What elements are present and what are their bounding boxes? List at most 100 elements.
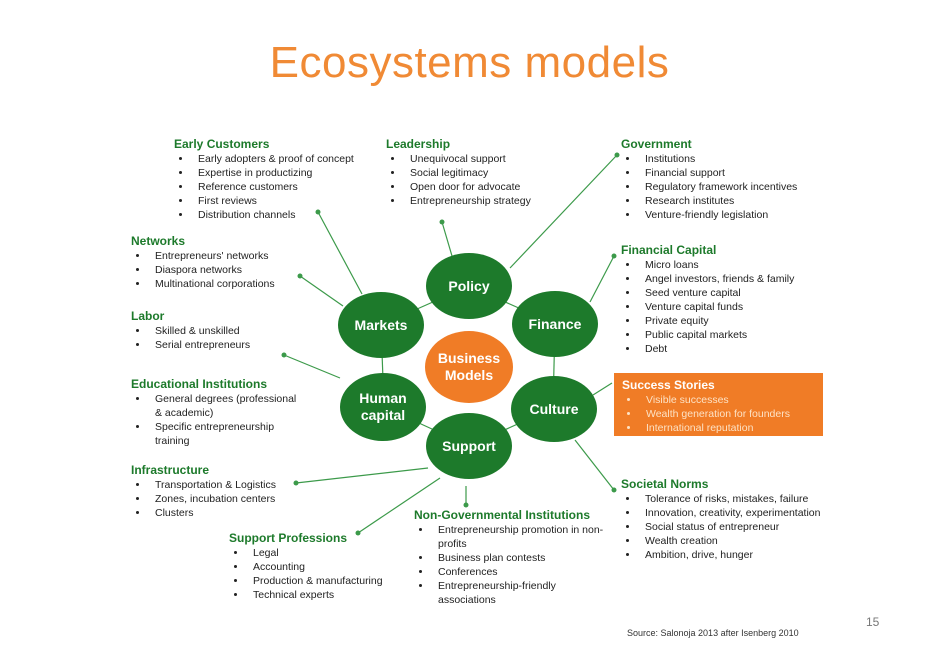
finance-node: Finance <box>512 291 598 357</box>
societal-norms-block: Societal NormsTolerance of risks, mistak… <box>621 477 836 562</box>
bullet-item: Specific entrepreneurship training <box>149 420 306 448</box>
bullet-list: Tolerance of risks, mistakes, failureInn… <box>621 492 836 562</box>
finance-label: Finance <box>528 315 582 332</box>
bullet-item: Entrepreneurship promotion in non-profit… <box>432 523 614 551</box>
block-heading: Infrastructure <box>131 463 210 477</box>
bullet-item: Unequivocal support <box>404 152 566 166</box>
page-number: 15 <box>866 615 880 629</box>
support-professions-block: Support ProfessionsLegalAccountingProduc… <box>229 531 414 602</box>
bullet-item: Social legitimacy <box>404 166 566 180</box>
markets-node: Markets <box>338 292 424 358</box>
bullet-list: Unequivocal supportSocial legitimacyOpen… <box>386 152 566 208</box>
policy-node: Policy <box>426 253 512 319</box>
bullet-item: Seed venture capital <box>639 286 836 300</box>
bullet-item: Venture capital funds <box>639 300 836 314</box>
block-heading: Government <box>621 137 692 151</box>
bullet-item: Public capital markets <box>639 328 836 342</box>
bullet-item: First reviews <box>192 194 384 208</box>
ngo-block: Non-Governmental InstitutionsEntrepreneu… <box>414 508 614 607</box>
human-capital-node: Human capital <box>340 373 426 441</box>
infrastructure-block: InfrastructureTransportation & Logistics… <box>131 463 311 520</box>
bullet-item: Production & manufacturing <box>247 574 414 588</box>
bullet-item: Entrepreneurs' networks <box>149 249 321 263</box>
block-heading: Non-Governmental Institutions <box>414 508 591 522</box>
support-label: Support <box>442 437 496 454</box>
bullet-item: Institutions <box>639 152 836 166</box>
bullet-item: Debt <box>639 342 836 356</box>
bullet-item: Wealth creation <box>639 534 836 548</box>
culture-label: Culture <box>529 400 579 417</box>
networks-block: NetworksEntrepreneurs' networksDiaspora … <box>131 234 321 291</box>
financial-capital-block: Financial CapitalMicro loansAngel invest… <box>621 243 836 356</box>
block-heading: Networks <box>131 234 186 248</box>
block-heading: Success Stories <box>622 378 715 392</box>
bullet-list: Micro loansAngel investors, friends & fa… <box>621 258 836 356</box>
bullet-item: Financial support <box>639 166 836 180</box>
bullet-item: Diaspora networks <box>149 263 321 277</box>
bullet-item: Angel investors, friends & family <box>639 272 836 286</box>
bullet-item: Multinational corporations <box>149 277 321 291</box>
support-node: Support <box>426 413 512 479</box>
bullet-item: Legal <box>247 546 414 560</box>
human-capital-label: Human capital <box>359 390 407 423</box>
bullet-list: Visible successesWealth generation for f… <box>622 393 815 435</box>
block-heading: Support Professions <box>229 531 348 545</box>
policy-label: Policy <box>448 277 490 294</box>
culture-node: Culture <box>511 376 597 442</box>
bullet-item: Open door for advocate <box>404 180 566 194</box>
bullet-item: Micro loans <box>639 258 836 272</box>
block-heading: Financial Capital <box>621 243 717 257</box>
early-customers-block: Early CustomersEarly adopters & proof of… <box>174 137 384 222</box>
slide-title: Ecosystems models <box>269 38 670 87</box>
bullet-item: Conferences <box>432 565 614 579</box>
bullet-item: International reputation <box>640 421 815 435</box>
bullet-item: Private equity <box>639 314 836 328</box>
bullet-item: Clusters <box>149 506 311 520</box>
block-heading: Societal Norms <box>621 477 709 491</box>
source-note: Source: Salonoja 2013 after Isenberg 201… <box>627 628 799 638</box>
leadership-block: LeadershipUnequivocal supportSocial legi… <box>386 137 566 208</box>
bullet-item: Visible successes <box>640 393 815 407</box>
bullet-item: Innovation, creativity, experimentation <box>639 506 836 520</box>
bullet-item: Social status of entrepreneur <box>639 520 836 534</box>
bullet-item: Venture-friendly legislation <box>639 208 836 222</box>
business-models-label: Business Models <box>437 350 501 383</box>
bullet-item: Tolerance of risks, mistakes, failure <box>639 492 836 506</box>
bullet-list: Transportation & LogisticsZones, incubat… <box>131 478 311 520</box>
bullet-item: Expertise in productizing <box>192 166 384 180</box>
bullet-item: Entrepreneurship strategy <box>404 194 566 208</box>
bullet-list: General degrees (professional & academic… <box>131 392 306 448</box>
bullet-item: Distribution channels <box>192 208 384 222</box>
educational-institutions-block: Educational InstitutionsGeneral degrees … <box>131 377 306 448</box>
bullet-item: Technical experts <box>247 588 414 602</box>
bullet-item: Ambition, drive, hunger <box>639 548 836 562</box>
block-heading: Educational Institutions <box>131 377 268 391</box>
bullet-item: Serial entrepreneurs <box>149 338 301 352</box>
bullet-list: Skilled & unskilledSerial entrepreneurs <box>131 324 301 352</box>
labor-block: LaborSkilled & unskilledSerial entrepren… <box>131 309 301 352</box>
business-models-node: Business Models <box>425 331 513 403</box>
block-heading: Leadership <box>386 137 451 151</box>
success-stories-block: Success StoriesVisible successesWealth g… <box>614 373 823 436</box>
government-block: GovernmentInstitutionsFinancial supportR… <box>621 137 836 222</box>
bullet-list: Entrepreneurship promotion in non-profit… <box>414 523 614 607</box>
bullet-list: LegalAccountingProduction & manufacturin… <box>229 546 414 602</box>
bullet-list: InstitutionsFinancial supportRegulatory … <box>621 152 836 222</box>
bullet-item: Zones, incubation centers <box>149 492 311 506</box>
bullet-item: Reference customers <box>192 180 384 194</box>
bullet-item: Skilled & unskilled <box>149 324 301 338</box>
markets-label: Markets <box>354 316 408 333</box>
bullet-item: General degrees (professional & academic… <box>149 392 306 420</box>
block-heading: Labor <box>131 309 165 323</box>
bullet-item: Business plan contests <box>432 551 614 565</box>
bullet-item: Early adopters & proof of concept <box>192 152 384 166</box>
block-heading: Early Customers <box>174 137 270 151</box>
bullet-list: Early adopters & proof of conceptExperti… <box>174 152 384 222</box>
bullet-item: Regulatory framework incentives <box>639 180 836 194</box>
bullet-list: Entrepreneurs' networksDiaspora networks… <box>131 249 321 291</box>
bullet-item: Wealth generation for founders <box>640 407 815 421</box>
bullet-item: Entrepreneurship-friendly associations <box>432 579 614 607</box>
bullet-item: Accounting <box>247 560 414 574</box>
bullet-item: Transportation & Logistics <box>149 478 311 492</box>
bullet-item: Research institutes <box>639 194 836 208</box>
